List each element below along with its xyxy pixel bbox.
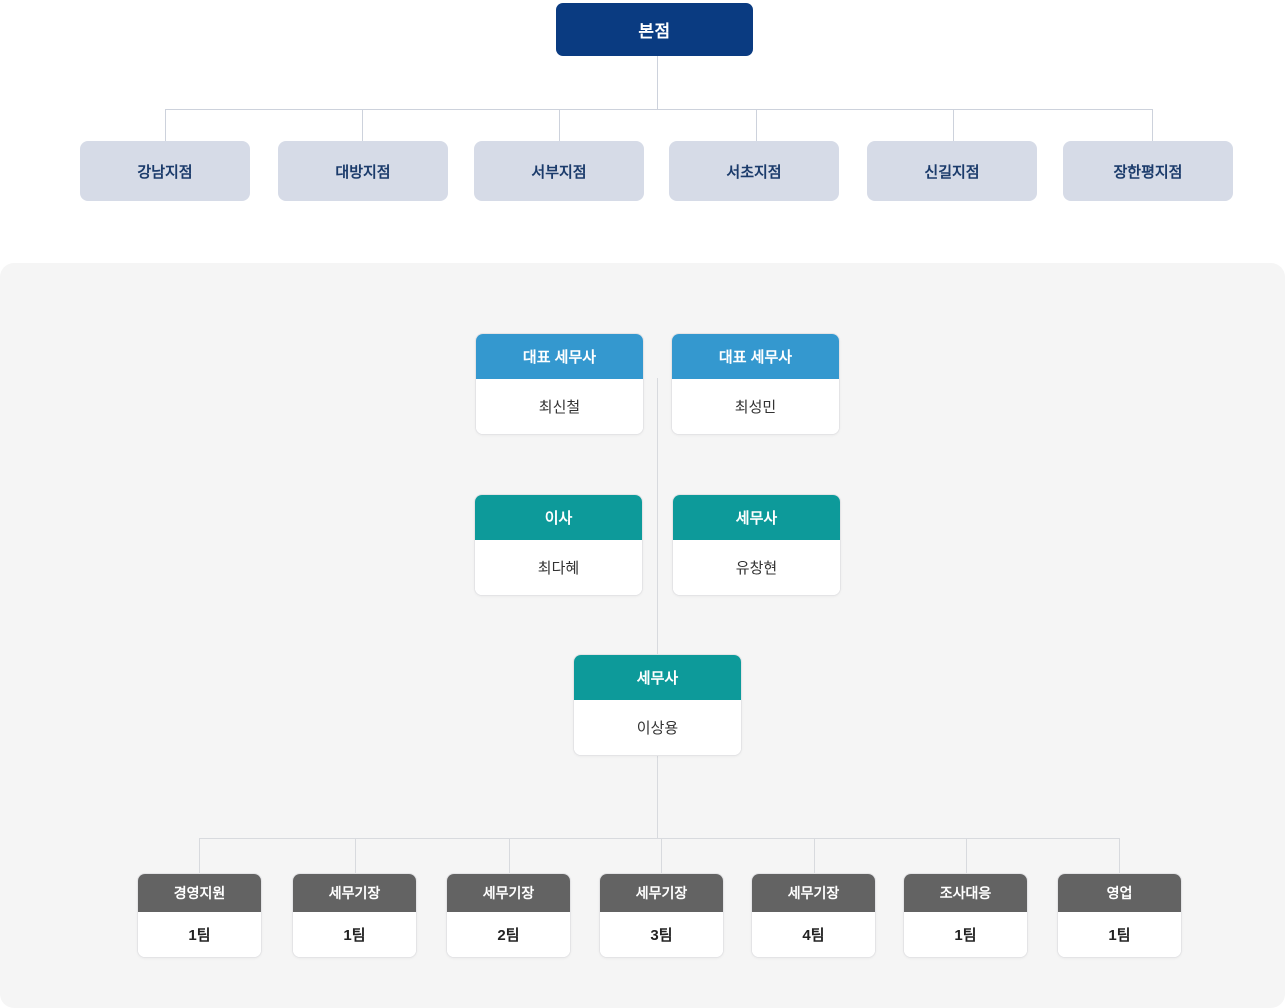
card-title: 조사대응 bbox=[904, 874, 1027, 912]
card-person-name: 최신철 bbox=[476, 379, 643, 434]
connector-hq-vertical bbox=[657, 56, 658, 109]
card-tax-accountant-2[interactable]: 세무사 이상용 bbox=[573, 654, 742, 756]
node-branch-seocho[interactable]: 서초지점 bbox=[669, 141, 839, 201]
card-team-number: 1팀 bbox=[904, 912, 1027, 957]
card-person-name: 최다혜 bbox=[475, 540, 642, 595]
connector-drop-team-6 bbox=[966, 838, 967, 873]
connector-branch-bus bbox=[165, 109, 1153, 110]
card-person-name: 유창현 bbox=[673, 540, 840, 595]
card-team-tax-bookkeeping-1[interactable]: 세무기장 1팀 bbox=[292, 873, 417, 958]
connector-drop-branch-6 bbox=[1152, 109, 1153, 141]
connector-team-bus bbox=[199, 838, 1120, 839]
card-title: 영업 bbox=[1058, 874, 1181, 912]
card-director[interactable]: 이사 최다혜 bbox=[474, 494, 643, 596]
connector-drop-branch-4 bbox=[756, 109, 757, 141]
card-title: 경영지원 bbox=[138, 874, 261, 912]
card-team-number: 2팀 bbox=[447, 912, 570, 957]
card-representative-2[interactable]: 대표 세무사 최성민 bbox=[671, 333, 840, 435]
connector-drop-team-2 bbox=[355, 838, 356, 873]
card-title: 세무기장 bbox=[600, 874, 723, 912]
node-branch-gangnam[interactable]: 강남지점 bbox=[80, 141, 250, 201]
node-branch-seobu[interactable]: 서부지점 bbox=[474, 141, 644, 201]
node-branch-singil[interactable]: 신길지점 bbox=[867, 141, 1037, 201]
organization-panel: 대표 세무사 최신철 대표 세무사 최성민 이사 최다혜 세무사 유창현 세무사… bbox=[0, 263, 1285, 1008]
card-team-number: 1팀 bbox=[1058, 912, 1181, 957]
connector-drop-branch-3 bbox=[559, 109, 560, 141]
connector-drop-team-5 bbox=[814, 838, 815, 873]
connector-drop-branch-5 bbox=[953, 109, 954, 141]
card-team-number: 1팀 bbox=[293, 912, 416, 957]
node-headquarters[interactable]: 본점 bbox=[556, 3, 753, 56]
card-team-audit-response[interactable]: 조사대응 1팀 bbox=[903, 873, 1028, 958]
card-title: 세무사 bbox=[673, 495, 840, 540]
card-team-number: 4팀 bbox=[752, 912, 875, 957]
card-title: 이사 bbox=[475, 495, 642, 540]
branch-tree-section: 본점 강남지점 대방지점 서부지점 서초지점 신길지점 장한평지점 bbox=[0, 0, 1285, 263]
card-team-number: 3팀 bbox=[600, 912, 723, 957]
card-tax-accountant-1[interactable]: 세무사 유창현 bbox=[672, 494, 841, 596]
card-team-tax-bookkeeping-3[interactable]: 세무기장 3팀 bbox=[599, 873, 724, 958]
connector-drop-branch-2 bbox=[362, 109, 363, 141]
connector-drop-team-4 bbox=[661, 838, 662, 873]
card-person-name: 이상용 bbox=[574, 700, 741, 755]
card-title: 세무기장 bbox=[447, 874, 570, 912]
card-team-management-support[interactable]: 경영지원 1팀 bbox=[137, 873, 262, 958]
card-title: 대표 세무사 bbox=[672, 334, 839, 379]
card-title: 세무사 bbox=[574, 655, 741, 700]
connector-drop-branch-1 bbox=[165, 109, 166, 141]
node-branch-daebang[interactable]: 대방지점 bbox=[278, 141, 448, 201]
card-team-tax-bookkeeping-4[interactable]: 세무기장 4팀 bbox=[751, 873, 876, 958]
connector-drop-team-7 bbox=[1119, 838, 1120, 873]
card-team-number: 1팀 bbox=[138, 912, 261, 957]
card-representative-1[interactable]: 대표 세무사 최신철 bbox=[475, 333, 644, 435]
card-title: 세무기장 bbox=[293, 874, 416, 912]
node-branch-janghanpyeong[interactable]: 장한평지점 bbox=[1063, 141, 1233, 201]
card-team-sales[interactable]: 영업 1팀 bbox=[1057, 873, 1182, 958]
card-title: 세무기장 bbox=[752, 874, 875, 912]
connector-drop-team-3 bbox=[509, 838, 510, 873]
connector-drop-team-1 bbox=[199, 838, 200, 873]
card-person-name: 최성민 bbox=[672, 379, 839, 434]
card-team-tax-bookkeeping-2[interactable]: 세무기장 2팀 bbox=[446, 873, 571, 958]
card-title: 대표 세무사 bbox=[476, 334, 643, 379]
connector-center-spine bbox=[657, 378, 658, 838]
